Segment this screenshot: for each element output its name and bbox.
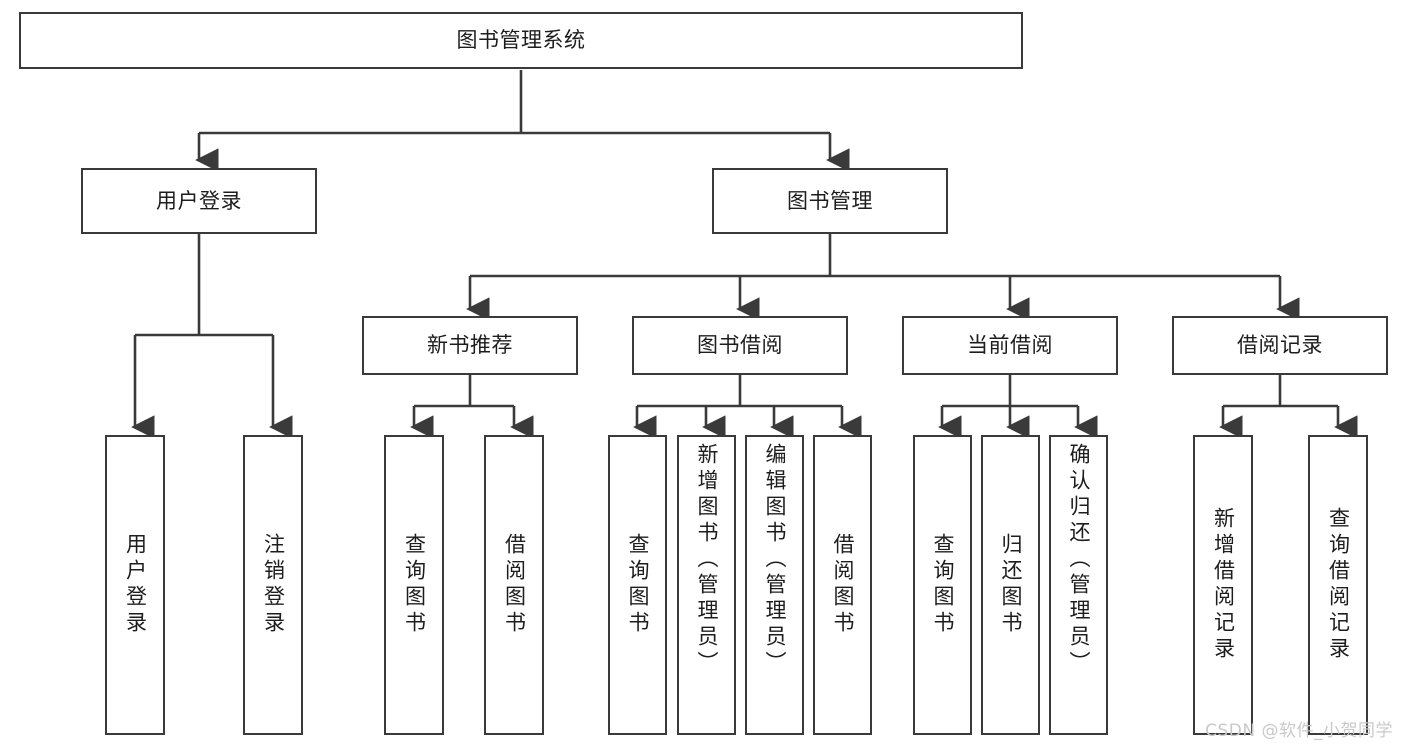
leaf-current-borrow-query-book[interactable]: 查询图书 bbox=[913, 435, 972, 735]
node-label: 借阅图书 bbox=[831, 533, 855, 637]
node-label: 编辑图书（管理员） bbox=[763, 443, 787, 677]
leaf-book-borrow-query-book[interactable]: 查询图书 bbox=[608, 435, 667, 735]
node-current-borrow[interactable]: 当前借阅 bbox=[902, 316, 1118, 375]
node-label: 查询图书 bbox=[402, 533, 427, 637]
leaf-new-book-query-book[interactable]: 查询图书 bbox=[384, 435, 444, 735]
node-book-borrow[interactable]: 图书借阅 bbox=[632, 316, 848, 375]
leaf-borrow-record-add-record[interactable]: 新增借阅记录 bbox=[1193, 435, 1253, 735]
node-label: 查询图书 bbox=[626, 533, 650, 637]
leaf-book-borrow-edit-book-admin[interactable]: 编辑图书（管理员） bbox=[745, 435, 804, 735]
leaf-book-borrow-add-book-admin[interactable]: 新增图书（管理员） bbox=[677, 435, 736, 735]
node-label: 归还图书 bbox=[999, 533, 1023, 637]
node-label: 用户登录 bbox=[156, 188, 242, 213]
node-user-login[interactable]: 用户登录 bbox=[81, 168, 317, 234]
leaf-borrow-record-query-record[interactable]: 查询借阅记录 bbox=[1308, 435, 1368, 735]
node-label: 图书管理系统 bbox=[456, 28, 586, 53]
node-label: 图书借阅 bbox=[697, 333, 783, 358]
leaf-user-login-logout[interactable]: 注销登录 bbox=[243, 435, 303, 735]
node-label: 图书管理 bbox=[787, 188, 873, 213]
node-label: 查询借阅记录 bbox=[1326, 507, 1351, 663]
node-label: 新增图书（管理员） bbox=[695, 443, 719, 677]
node-label: 借阅记录 bbox=[1237, 333, 1323, 358]
node-label: 确认归还（管理员） bbox=[1067, 443, 1091, 677]
node-label: 注销登录 bbox=[261, 533, 286, 637]
node-book-management[interactable]: 图书管理 bbox=[712, 168, 948, 234]
node-label: 查询图书 bbox=[931, 533, 955, 637]
leaf-current-borrow-confirm-return-admin[interactable]: 确认归还（管理员） bbox=[1049, 435, 1108, 735]
leaf-user-login-login[interactable]: 用户登录 bbox=[105, 435, 165, 735]
node-label: 借阅图书 bbox=[502, 533, 527, 637]
node-label: 新增借阅记录 bbox=[1211, 507, 1236, 663]
node-new-book-recommend[interactable]: 新书推荐 bbox=[362, 316, 578, 375]
leaf-current-borrow-return-book[interactable]: 归还图书 bbox=[981, 435, 1040, 735]
node-root-book-management-system[interactable]: 图书管理系统 bbox=[19, 12, 1023, 69]
leaf-book-borrow-borrow-book[interactable]: 借阅图书 bbox=[813, 435, 872, 735]
node-borrow-record[interactable]: 借阅记录 bbox=[1172, 316, 1388, 375]
node-label: 当前借阅 bbox=[967, 333, 1053, 358]
csdn-watermark: CSDN @软件_小贺同学 bbox=[1205, 721, 1393, 741]
node-label: 新书推荐 bbox=[427, 333, 513, 358]
leaf-new-book-borrow-book[interactable]: 借阅图书 bbox=[484, 435, 544, 735]
node-label: 用户登录 bbox=[123, 533, 148, 637]
